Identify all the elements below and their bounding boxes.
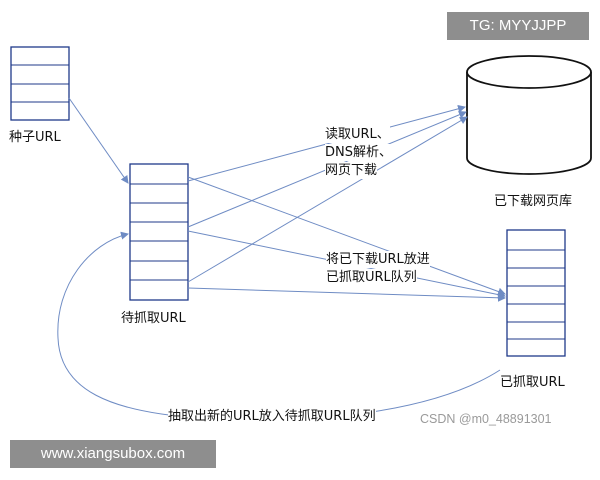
seed-url-queue xyxy=(10,46,70,121)
pending-url-queue xyxy=(129,163,189,301)
arrow-loop-back-to-pending xyxy=(57,231,501,421)
csdn-watermark: CSDN @m0_48891301 xyxy=(420,412,552,426)
pending-url-label: 待抓取URL xyxy=(121,311,186,326)
top-watermark: TG: MYYJJPP xyxy=(447,12,589,40)
arrow-pending-to-crawled-1 xyxy=(187,176,506,296)
move-text-line1: 将已下载URL放进 xyxy=(326,251,430,268)
fetch-text-line2: DNS解析、 xyxy=(325,144,392,161)
crawled-url-label: 已抓取URL xyxy=(500,375,565,390)
downloaded-db-label: 已下载网页库 xyxy=(494,194,573,209)
downloaded-pages-database xyxy=(466,55,592,175)
fetch-text-line1: 读取URL、 xyxy=(325,126,390,143)
arrow-pending-to-crawled-3 xyxy=(187,287,506,302)
fetch-text-line3: 网页下载 xyxy=(325,162,378,179)
loop-text: 抽取出新的URL放入待抓取URL队列 xyxy=(168,408,376,425)
move-text-line2: 已抓取URL队列 xyxy=(326,269,417,286)
seed-url-label: 种子URL xyxy=(9,130,61,145)
crawled-url-queue xyxy=(506,229,566,357)
arrow-pending-to-db-3 xyxy=(187,116,468,283)
arrow-seed-to-pending xyxy=(68,97,129,184)
bottom-watermark: www.xiangsubox.com xyxy=(10,440,216,468)
